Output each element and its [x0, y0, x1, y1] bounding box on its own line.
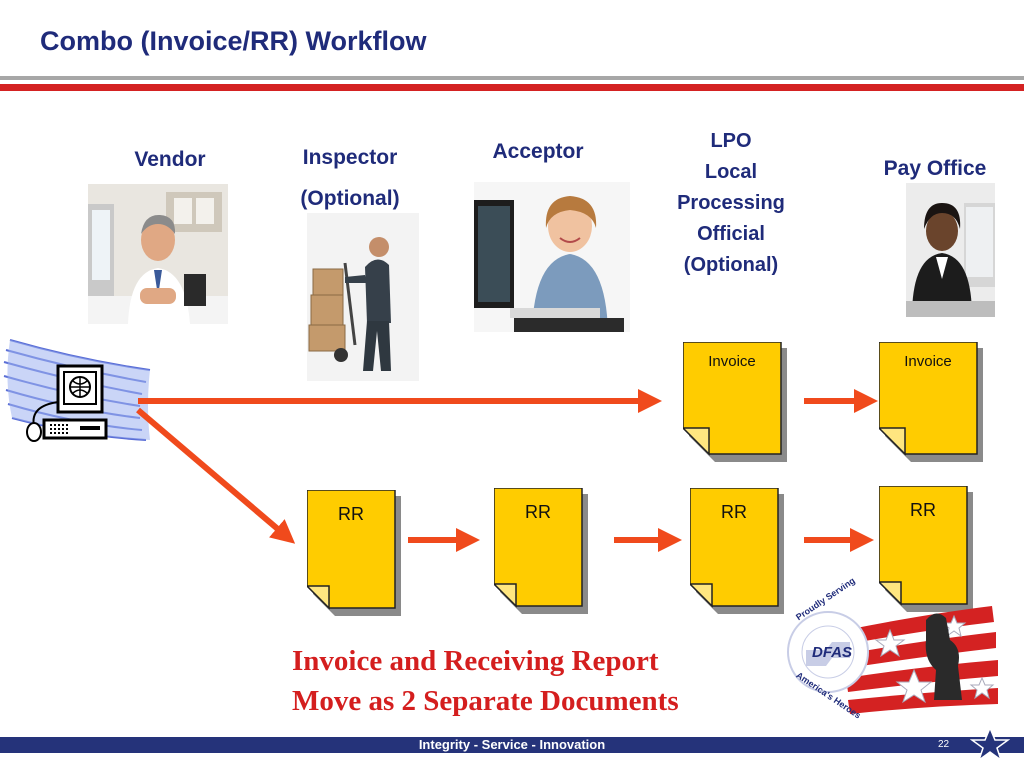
rr-document-inspector: RR: [307, 490, 401, 616]
rr-label: RR: [910, 500, 936, 520]
rr-document-lpo: RR: [690, 488, 784, 614]
role-lpo-line: Local: [704, 161, 758, 183]
rr-label: RR: [721, 502, 747, 522]
role-lpo-line: LPO: [710, 130, 752, 152]
rr-label: RR: [525, 502, 551, 522]
caption: Invoice and Receiving Report Move as 2 S…: [292, 641, 679, 721]
star-icon: [874, 628, 906, 658]
caption-line: Move as 2 Separate Documents: [292, 685, 679, 717]
invoice-label: Invoice: [708, 353, 756, 370]
role-acceptor: Acceptor: [492, 140, 584, 163]
invoice-label: Invoice: [904, 353, 952, 370]
role-pay-office: Pay Office: [883, 157, 987, 180]
role-inspector: Inspector (Optional): [280, 137, 420, 219]
role-inspector-line: Inspector: [302, 146, 398, 169]
star-icon: [969, 726, 1011, 762]
rr-label: RR: [338, 504, 364, 524]
caption-line: Invoice and Receiving Report: [292, 645, 659, 677]
title-rule-gray: [0, 76, 1024, 80]
arrow-computer-to-inspector-rr: [136, 407, 296, 544]
inspector-photo: [307, 213, 419, 381]
computer-workstation-icon: [0, 330, 160, 470]
logo-text-center: DFAS: [812, 644, 853, 661]
invoice-document-pay-office: Invoice: [879, 342, 983, 462]
slide-title: Combo (Invoice/RR) Workflow: [40, 26, 427, 56]
vendor-photo: [88, 184, 228, 324]
role-vendor: Vendor: [134, 148, 206, 171]
footer-text: Integrity - Service - Innovation: [418, 737, 606, 752]
page-number: 22: [938, 739, 950, 750]
footer-bar: [0, 737, 1024, 753]
role-lpo-line: Official: [697, 223, 765, 245]
pay-office-photo: [906, 183, 995, 317]
rr-document-pay-office: RR: [879, 486, 973, 612]
role-lpo-line: Processing: [677, 192, 785, 214]
title-rule-red: [0, 84, 1024, 91]
role-lpo: LPO Local Processing Official (Optional): [660, 126, 802, 281]
rr-document-acceptor: RR: [494, 488, 588, 614]
role-inspector-line: (Optional): [300, 187, 400, 210]
invoice-document-lpo: Invoice: [683, 342, 787, 462]
role-lpo-line: (Optional): [683, 254, 779, 276]
acceptor-photo: [474, 182, 630, 332]
dfas-logo: Proudly Serving DFAS America's Heroes: [786, 575, 1000, 722]
